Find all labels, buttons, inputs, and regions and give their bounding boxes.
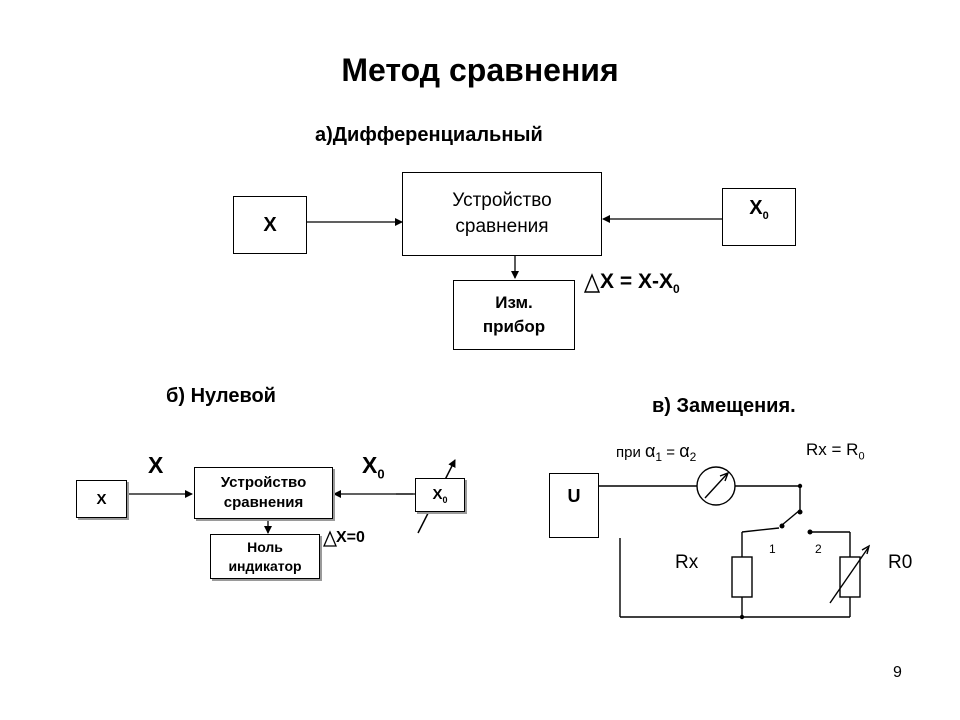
source-u-label: U (567, 486, 581, 506)
big-x0-label-b: X0 (362, 452, 385, 482)
input-x-label-b: X (96, 490, 107, 508)
page-number: 9 (893, 664, 902, 681)
meter-box-a: Изм. прибор (453, 280, 575, 350)
comparator-b-line2: сравнения (223, 494, 304, 511)
meter-a-line1: Изм. (495, 293, 533, 312)
switch-contact-1 (779, 523, 785, 529)
r0-label: R0 (888, 552, 913, 573)
input-x-box-a: X (233, 196, 307, 254)
formula-a: X = X-X0 (600, 270, 680, 297)
reference-x0-label-a: X0 (749, 197, 769, 222)
delta-icon-b (323, 530, 337, 547)
rx-equals-r0-label: Rx = R0 (806, 440, 865, 463)
null-indicator-box-b: Ноль индикатор (210, 534, 320, 579)
resistor-rx (731, 556, 753, 598)
reference-x0-box-a: X0 (722, 188, 796, 246)
heading-substitution: в) Замещения. (652, 395, 796, 417)
comparator-b-line1: Устройство (220, 474, 307, 491)
alpha-icon: α (645, 441, 656, 461)
input-x-box-b: X (76, 480, 127, 518)
source-u-box: U (549, 473, 599, 538)
heading-null: б) Нулевой (166, 385, 276, 407)
comparator-a-line2: сравнения (455, 216, 549, 237)
contact-2-label: 2 (815, 542, 822, 556)
formula-b: X=0 (336, 529, 365, 546)
alpha-icon: α (679, 441, 690, 461)
heading-differential: а)Дифференциальный (315, 124, 543, 146)
meter-a-line2: прибор (482, 317, 546, 336)
slide-title: Метод сравнения (341, 52, 619, 88)
contact-1-label: 1 (769, 542, 776, 556)
reference-x0-box-b: X0 (415, 478, 465, 512)
comparator-box-a: Устройство сравнения (402, 172, 602, 256)
input-x-label-a: X (263, 213, 277, 236)
indicator-b-line1: Ноль (247, 538, 283, 555)
big-x-label-b: X (148, 452, 164, 478)
reference-x0-label-b: X0 (432, 485, 448, 505)
indicator-b-line2: индикатор (228, 557, 302, 574)
condition-label: при α1 = α2 (616, 441, 697, 464)
comparator-a-line1: Устройство (452, 190, 552, 211)
comparator-box-b: Устройство сравнения (194, 467, 333, 519)
substitution-circuit (599, 466, 871, 618)
rx-label: Rx (675, 552, 699, 573)
delta-icon-a (583, 273, 601, 293)
switch-contact-2 (807, 529, 813, 535)
